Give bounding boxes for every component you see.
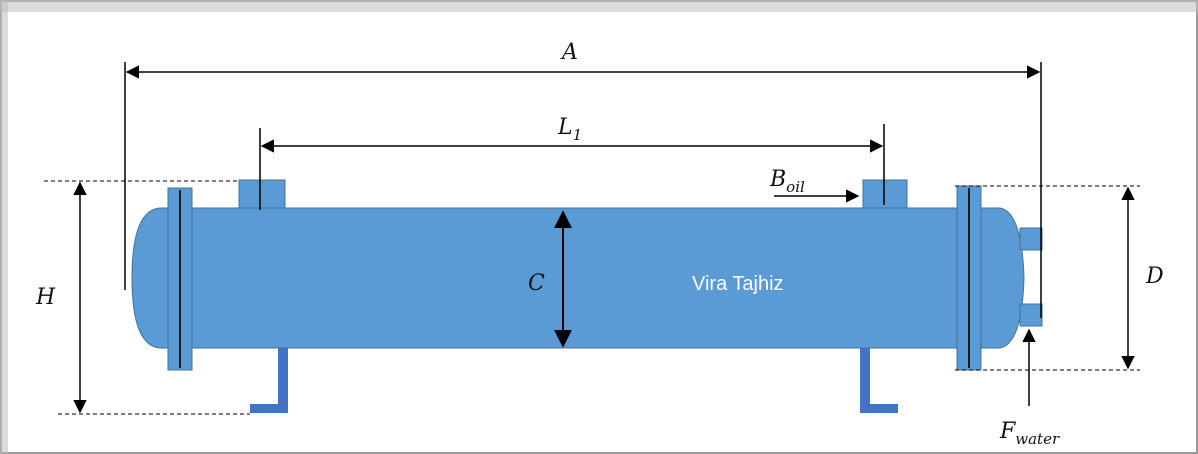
inlet-nozzle-left <box>238 179 286 211</box>
water-nozzle-top <box>1019 227 1043 251</box>
label-B-oil: Boil <box>769 167 805 196</box>
label-A: A <box>560 40 578 65</box>
label-B-sub: oil <box>786 178 805 196</box>
right-head <box>979 207 1025 349</box>
left-shadow <box>0 0 8 454</box>
top-shadow <box>0 0 1198 12</box>
label-B-main: B <box>769 167 786 192</box>
label-D: D <box>1145 264 1164 289</box>
water-nozzle-bottom <box>1019 303 1043 327</box>
center-brand-text: Vira Tajhiz <box>692 273 784 295</box>
left-support <box>250 346 288 413</box>
label-L1-main: L <box>557 115 573 140</box>
label-F-water: Fwater <box>999 419 1060 448</box>
label-F-sub: water <box>1015 430 1060 448</box>
label-L1: L1 <box>557 115 582 144</box>
right-support <box>860 346 898 413</box>
label-F-main: F <box>999 419 1016 444</box>
label-C: C <box>528 271 545 296</box>
label-L1-sub: 1 <box>573 126 583 144</box>
inlet-nozzle-oil <box>862 179 908 211</box>
left-head <box>131 207 171 349</box>
label-H: H <box>35 285 56 310</box>
